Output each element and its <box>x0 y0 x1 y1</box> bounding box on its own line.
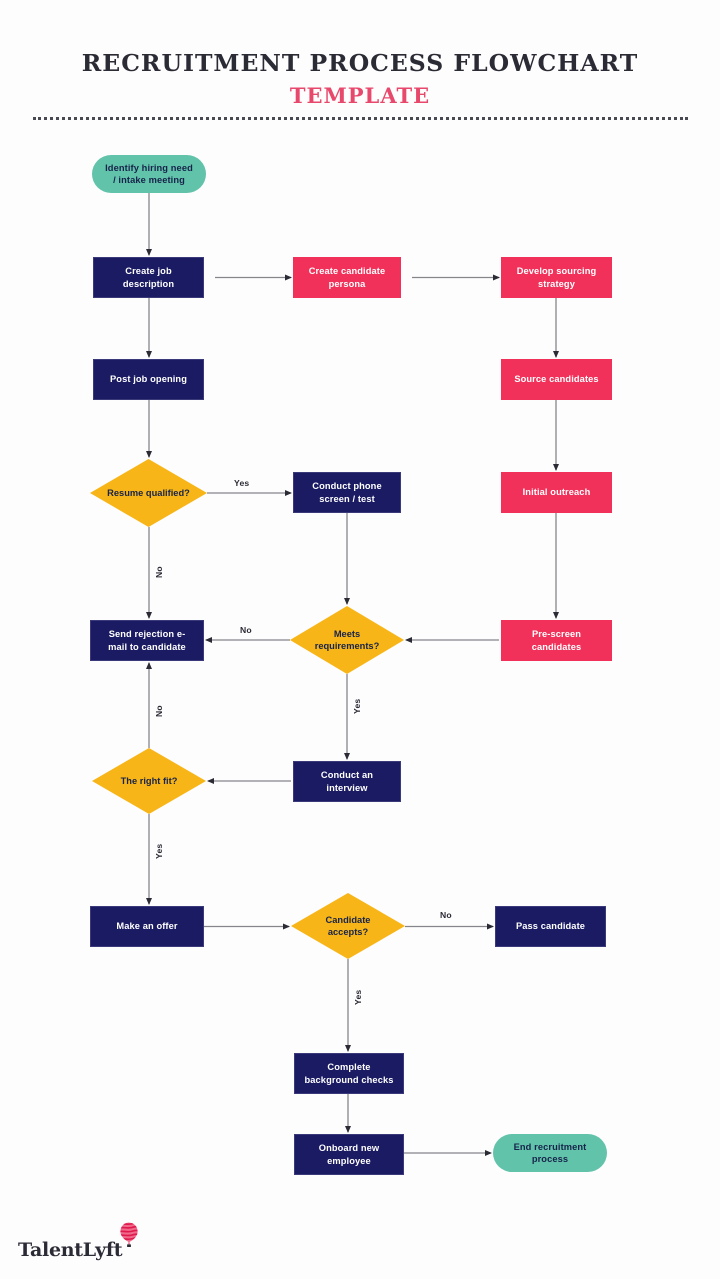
page-subtitle: TEMPLATE <box>289 83 431 109</box>
node-onboard-new-employee[interactable]: Onboard new employee <box>294 1134 404 1175</box>
edge-label-yes-resume-qualified: Yes <box>234 478 250 488</box>
dotted-divider <box>33 117 688 120</box>
node-initial-outreach[interactable]: Initial outreach <box>501 472 612 513</box>
node-label: Create candidate persona <box>308 266 386 289</box>
node-label: Develop sourcing strategy <box>516 266 597 289</box>
node-label: Pre-screen candidates <box>531 629 582 652</box>
node-end-recruitment-process[interactable]: End recruitment process <box>493 1134 607 1172</box>
edge-label-no-candidate-accepts: No <box>440 910 452 920</box>
node-label: Onboard new employee <box>318 1143 380 1166</box>
node-pass-candidate[interactable]: Pass candidate <box>495 906 606 947</box>
edge-label-no-resume-qualified: No <box>154 566 164 578</box>
page-title: RECRUITMENT PROCESS FLOWCHART <box>81 49 639 77</box>
node-develop-sourcing-strategy[interactable]: Develop sourcing strategy <box>501 257 612 298</box>
node-make-an-offer[interactable]: Make an offer <box>90 906 204 947</box>
logo-wordmark: TalentLyft <box>18 1239 123 1261</box>
node-label: Conduct an interview <box>320 770 374 793</box>
node-label: Post job opening <box>109 374 187 385</box>
page-header: RECRUITMENT PROCESS FLOWCHART TEMPLATE <box>0 49 720 109</box>
node-label: Source candidates <box>514 374 599 385</box>
node-create-candidate-persona[interactable]: Create candidate persona <box>293 257 401 298</box>
edge-label-yes-the-right-fit: Yes <box>154 843 164 859</box>
node-label: Create job description <box>122 266 175 289</box>
node-label: Make an offer <box>116 921 178 932</box>
node-conduct-an-interview[interactable]: Conduct an interview <box>293 761 401 802</box>
node-label: Send rejection e- mail to candidate <box>108 629 186 652</box>
node-label: Initial outreach <box>522 487 591 498</box>
node-create-job-description[interactable]: Create job description <box>93 257 204 298</box>
node-label: Conduct phone screen / test <box>312 481 382 504</box>
node-complete-background-checks[interactable]: Complete background checks <box>294 1053 404 1094</box>
node-post-job-opening[interactable]: Post job opening <box>93 359 204 400</box>
balloon-icon <box>119 1222 139 1253</box>
node-meets-requirements[interactable]: Meets requirements? <box>290 606 404 674</box>
node-resume-qualified[interactable]: Resume qualified? <box>90 459 207 527</box>
node-label: End recruitment process <box>513 1141 587 1164</box>
node-conduct-phone-screen[interactable]: Conduct phone screen / test <box>293 472 401 513</box>
edge-label-yes-meets-requirements: Yes <box>352 698 362 714</box>
node-label: Identify hiring need / intake meeting <box>105 162 193 185</box>
node-pre-screen-candidates[interactable]: Pre-screen candidates <box>501 620 612 661</box>
node-label: The right fit? <box>120 775 178 786</box>
node-source-candidates[interactable]: Source candidates <box>501 359 612 400</box>
edge-label-no-the-right-fit: No <box>154 705 164 717</box>
node-label: Resume qualified? <box>107 487 190 498</box>
footer-logo[interactable]: TalentLyft <box>18 1222 139 1260</box>
edge-label-yes-candidate-accepts: Yes <box>353 989 363 1005</box>
node-label: Meets requirements? <box>314 628 380 651</box>
node-send-rejection-email[interactable]: Send rejection e- mail to candidate <box>90 620 204 661</box>
node-identify-hiring-need[interactable]: Identify hiring need / intake meeting <box>92 155 206 193</box>
node-label: Pass candidate <box>515 921 586 932</box>
edge-label-no-meets-requirements: No <box>240 625 252 635</box>
node-candidate-accepts[interactable]: Candidate accepts? <box>291 893 405 959</box>
node-the-right-fit[interactable]: The right fit? <box>92 748 206 814</box>
node-label: Complete background checks <box>304 1062 394 1085</box>
node-label: Candidate accepts? <box>325 914 371 937</box>
